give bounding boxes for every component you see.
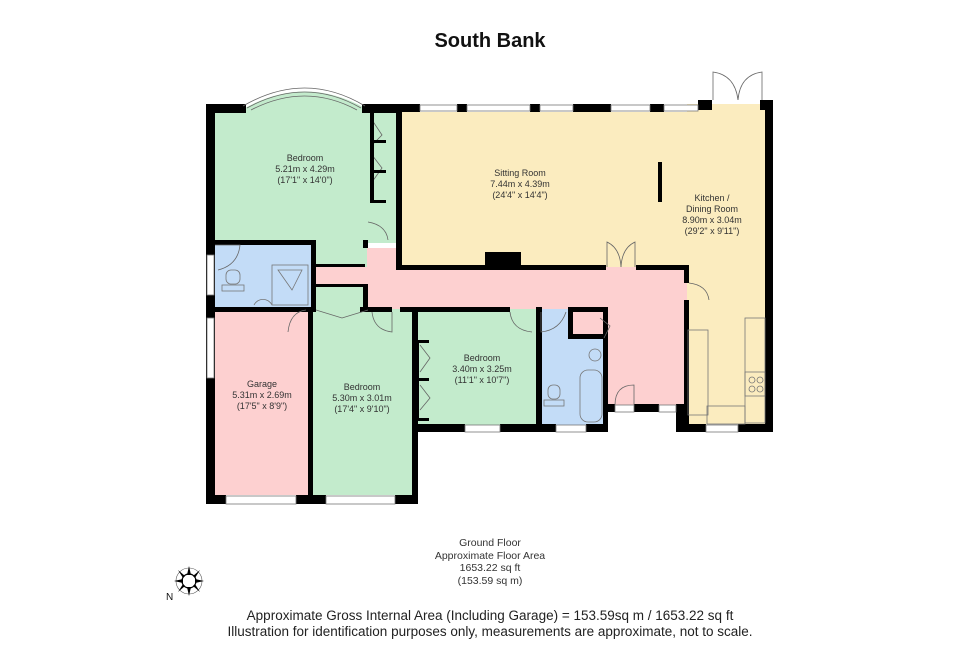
floor-area-sqft: 1653.22 sq ft [459, 562, 521, 574]
floor-area-summary: Ground Floor Approximate Floor Area 1653… [0, 537, 980, 587]
room-metric: 5.21m x 4.29m [275, 164, 335, 174]
floor-area-label: Approximate Floor Area [434, 549, 546, 562]
room-metric: 5.31m x 2.69m [232, 390, 292, 400]
room-bedroom-1-fill [215, 91, 397, 243]
fixtures [221, 264, 766, 425]
floor-name: Ground Floor [459, 537, 521, 549]
room-label-bedroom-2: Bedroom 5.30m x 3.01m (17'4" x 9'10") [332, 382, 392, 415]
room-metric: 7.44m x 4.39m [490, 179, 550, 189]
room-imperial: (17'1" x 14'0") [277, 175, 333, 185]
room-name: Kitchen / [694, 193, 730, 203]
room-name: Bedroom [286, 153, 324, 163]
room-kitchen-fill [687, 104, 765, 424]
room-metric: 5.30m x 3.01m [332, 393, 392, 403]
room-bedroom-3-fill [415, 309, 538, 426]
room-metric: 3.40m x 3.25m [452, 364, 512, 374]
compass-north-label: N [166, 592, 173, 603]
room-bedroom-2-fill [311, 309, 415, 495]
room-garage-fill [215, 309, 311, 495]
windows [206, 104, 739, 505]
room-name: Sitting Room [494, 168, 546, 178]
room-ensuite-fill [215, 243, 311, 309]
room-metric: 8.90m x 3.04m [682, 215, 742, 225]
disclaimer: Illustration for identification purposes… [227, 624, 753, 639]
room-label-bedroom-1: Bedroom 5.21m x 4.29m (17'1" x 14'0") [275, 153, 335, 186]
room-name: Bedroom [343, 382, 381, 392]
room-imperial: (17'5" x 8'9") [236, 401, 288, 411]
room-name-2: Dining Room [685, 204, 739, 214]
page-title: South Bank [434, 30, 546, 52]
room-imperial: (17'4" x 9'10") [334, 404, 390, 414]
doors [215, 71, 763, 411]
room-name: Garage [246, 379, 278, 389]
room-imperial: (29'2" x 9'11") [684, 226, 740, 236]
room-label-sitting-room: Sitting Room 7.44m x 4.39m (24'4" x 14'4… [490, 168, 550, 201]
room-label-kitchen-dining: Kitchen / Dining Room 8.90m x 3.04m (29'… [682, 193, 742, 237]
room-label-bedroom-3: Bedroom 3.40m x 3.25m (11'1" x 10'7") [452, 353, 512, 386]
room-label-garage: Garage 5.31m x 2.69m (17'5" x 8'9") [232, 379, 292, 412]
footer-notes: Approximate Gross Internal Area (Includi… [0, 608, 980, 640]
compass-rose-icon: N [160, 562, 210, 607]
room-hall-fill [311, 248, 687, 410]
floor-area-sqm: (153.59 sq m) [457, 574, 523, 587]
room-imperial: (11'1" x 10'7") [454, 375, 510, 385]
gross-internal-area: Approximate Gross Internal Area (Includi… [246, 608, 734, 623]
room-name: Bedroom [463, 353, 501, 363]
room-imperial: (24'4" x 14'4") [492, 190, 548, 200]
